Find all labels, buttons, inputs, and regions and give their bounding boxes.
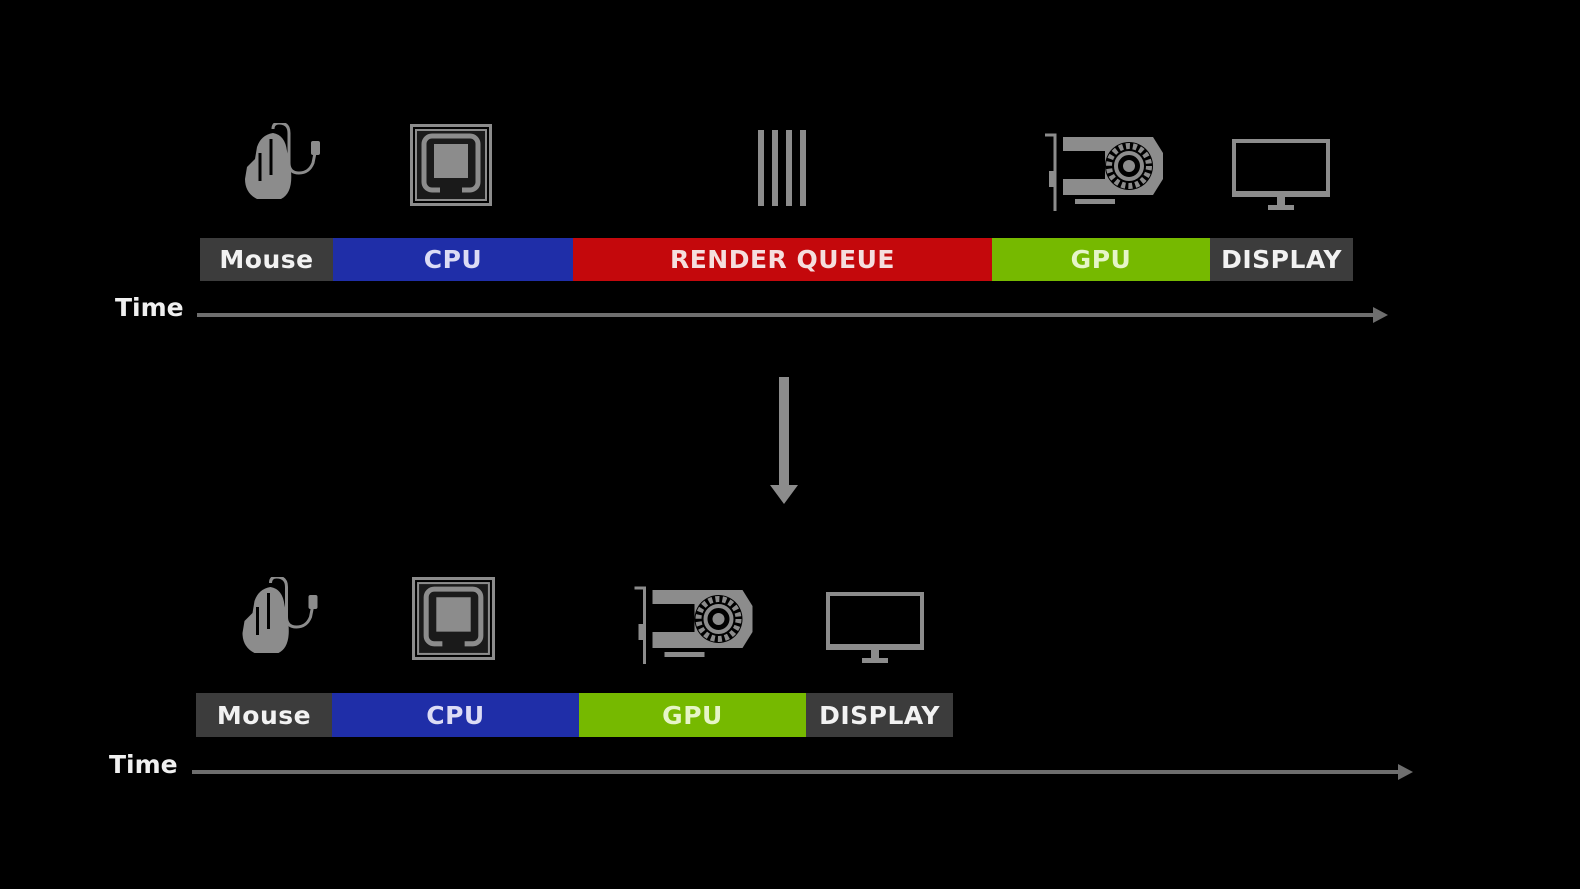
segment-cpu: CPU bbox=[332, 693, 579, 737]
gpu-icon bbox=[633, 586, 756, 664]
cpu-icon bbox=[410, 124, 492, 206]
segment-display: DISPLAY bbox=[806, 693, 953, 737]
time-axis-arrow bbox=[197, 307, 1388, 323]
segment-cpu: CPU bbox=[333, 238, 573, 281]
segment-mouse: Mouse bbox=[196, 693, 332, 737]
down-arrow-icon bbox=[770, 377, 798, 505]
segment-gpu: GPU bbox=[992, 238, 1210, 281]
gpu-icon bbox=[1045, 133, 1165, 211]
time-axis-arrow bbox=[192, 764, 1413, 780]
time-label: Time bbox=[109, 750, 178, 779]
time-label: Time bbox=[115, 293, 184, 322]
cpu-icon bbox=[412, 577, 495, 660]
mouse-icon bbox=[243, 123, 325, 201]
segment-gpu: GPU bbox=[579, 693, 806, 737]
segment-mouse: Mouse bbox=[200, 238, 333, 281]
mouse-icon bbox=[240, 577, 323, 655]
monitor-icon bbox=[825, 592, 925, 664]
render-queue-icon bbox=[758, 130, 806, 206]
segment-display: DISPLAY bbox=[1210, 238, 1353, 281]
segment-render-queue: RENDER QUEUE bbox=[573, 238, 992, 281]
monitor-icon bbox=[1232, 139, 1330, 211]
